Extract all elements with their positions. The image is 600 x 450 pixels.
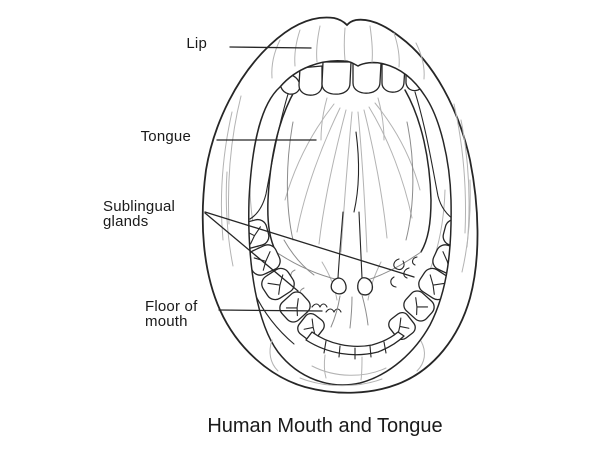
sublingual-caruncle-right [357,277,374,296]
upper-lateral-left [298,65,323,96]
frenulum-base-strokes [330,294,369,329]
upper-arch-arc-right [414,91,457,222]
right-gland-squiggles [390,256,418,288]
frenulum-left-line [337,211,344,279]
label-tongue: Tongue [111,129,191,144]
incisor-band [305,331,405,356]
lips [201,16,479,394]
label-sublingual-glands: Sublingual glands [103,199,193,229]
left-molars [236,218,325,342]
incisor-separators [323,340,387,360]
label-tongue-text: Tongue [140,128,191,145]
upper-central-left [321,61,352,95]
lip-texture-lines [220,25,471,387]
leader-lines [204,46,415,312]
tongue-left-edge [267,89,296,253]
label-lip-text: Lip [186,35,207,52]
label-floor-of-mouth: Floor of mouth [145,299,225,329]
inner-lip-edge [248,59,452,386]
tongue-texture-lines [284,97,421,301]
tongue-median-line [353,131,360,213]
floor-leader-line [218,309,323,312]
upper-arch-arc-left [249,93,289,220]
label-sublingual-line1: Sublingual [103,198,176,215]
frenulum-right-line [358,211,363,279]
sublingual-leader-line-right [204,211,415,278]
figure-caption: Human Mouth and Tongue [207,415,443,437]
tongue-fold-lines [286,121,414,241]
label-sublingual-line2: glands [103,213,149,230]
tongue-right-edge [404,89,432,253]
tongue-underside-left [275,251,340,281]
outer-lip-outline [201,16,479,394]
lower-teeth [234,189,478,360]
upper-central-right [352,61,382,94]
label-lip: Lip [127,36,207,51]
lip-leader-line [229,46,312,49]
label-floor-line1: Floor of [145,298,198,315]
floor-of-mouth-details [283,239,418,329]
tongue-drawing [267,82,432,301]
sublingual-caruncle-left [330,277,347,295]
tongue-fill [267,82,431,284]
label-floor-line2: mouth [145,313,188,330]
sublingual-leader-line-left [204,212,299,292]
lower-incisors [305,331,405,360]
